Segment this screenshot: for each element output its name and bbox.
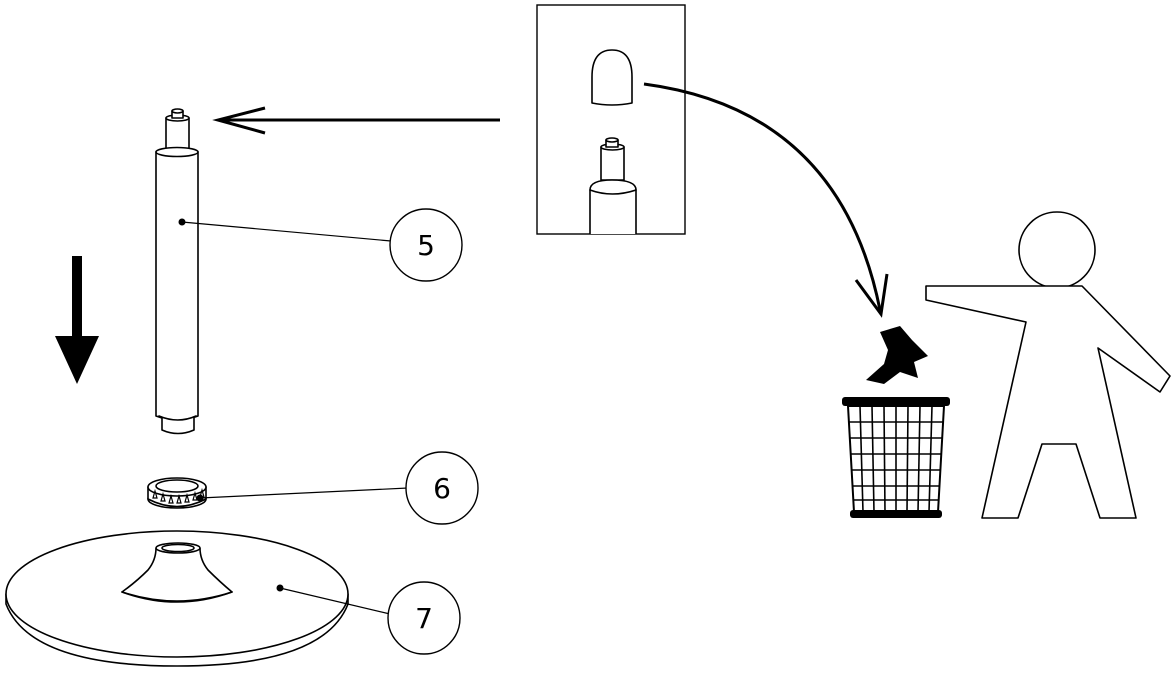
curved-arrow-icon	[643, 82, 889, 318]
callout-5: 5	[389, 208, 463, 282]
arrow-left-icon	[212, 106, 500, 135]
tube-part	[155, 108, 199, 435]
callout-6-label: 6	[433, 472, 451, 505]
trash-bin-icon	[842, 326, 950, 518]
person-icon	[925, 211, 1171, 519]
callout-7: 7	[387, 581, 461, 655]
callout-5-label: 5	[417, 229, 435, 262]
callout-7-label: 7	[415, 602, 433, 635]
ring-nut-part	[147, 477, 207, 509]
cap-detail-icon	[536, 4, 686, 235]
callout-6: 6	[405, 451, 479, 525]
arrow-down-icon	[55, 256, 99, 384]
base-part	[5, 530, 349, 667]
